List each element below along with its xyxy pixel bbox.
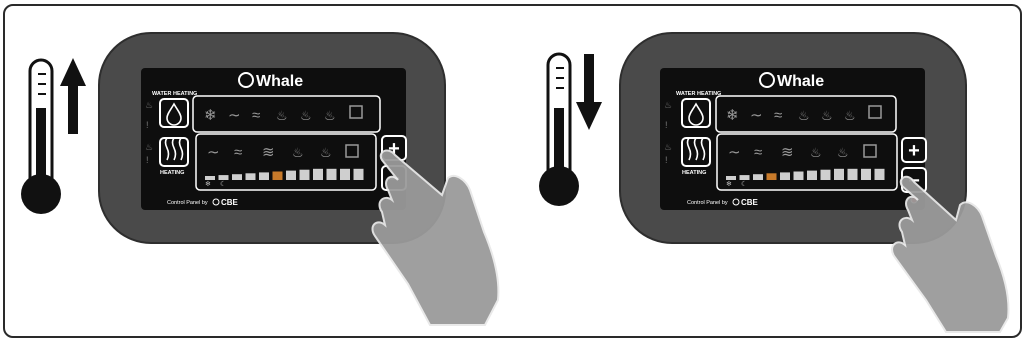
warning-indicator-icon: ! <box>146 155 149 165</box>
arrow-up-icon <box>60 58 86 134</box>
level-segment <box>875 169 885 180</box>
frost-mode-icon: ❄ <box>726 107 739 124</box>
eco-wave-icon: ∼ <box>228 107 241 124</box>
cbe-label: CBE <box>221 198 239 207</box>
heating-label: HEATING <box>160 170 184 176</box>
level-segment <box>740 175 750 180</box>
arrow-down-icon <box>576 54 602 130</box>
warning-indicator-icon: ! <box>146 120 149 130</box>
flame-wave-2-icon: ♨ <box>324 108 336 123</box>
level-segment <box>340 169 350 180</box>
scene-temperature-down: Whale WATER HEATING ♨ ! ♨ ! ❄ ∼ ≈ ♨ ♨ ♨ … <box>514 0 1028 345</box>
level-segment <box>848 169 858 180</box>
flame-wave-icon: ♨ <box>837 145 849 160</box>
level-segment <box>354 169 364 180</box>
plus-button[interactable]: + <box>902 138 926 162</box>
flame-wave-icon: ♨ <box>300 108 312 123</box>
plus-label: + <box>908 140 920 162</box>
level-segment <box>780 172 790 180</box>
flame-indicator-icon: ♨ <box>145 100 153 110</box>
scene-temperature-up: Whale WATER HEATING ♨ ! ♨ ! ❄ ∼ ≈ ♨ ♨ ♨ … <box>0 0 514 345</box>
warning-indicator-icon: ! <box>665 155 668 165</box>
level-segment <box>273 172 283 181</box>
level-segment <box>753 174 763 180</box>
level-segment <box>821 170 831 180</box>
level-segment <box>327 169 337 180</box>
flame-mode-icon: ♨ <box>810 145 822 160</box>
flame-mode-icon: ♨ <box>798 108 810 123</box>
moon-icon: ☾ <box>741 180 747 188</box>
level-segment <box>286 171 296 180</box>
flame-wave-icon: ♨ <box>821 108 833 123</box>
eco-wave-icon: ∼ <box>207 144 220 161</box>
level-segment <box>246 173 256 180</box>
flame-indicator-icon: ♨ <box>145 142 153 152</box>
eco-wave-icon: ∼ <box>750 107 763 124</box>
water-heating-label: WATER HEATING <box>676 91 721 97</box>
triple-wave-icon: ≋ <box>262 144 275 161</box>
control-panel-text: Control Panel by <box>167 200 208 206</box>
flame-indicator-icon: ♨ <box>664 100 672 110</box>
scene-svg: Whale WATER HEATING ♨ ! ♨ ! ❄ ∼ ≈ ♨ ♨ ♨ … <box>0 0 514 345</box>
flame-wave-icon: ♨ <box>320 145 332 160</box>
flame-mode-icon: ♨ <box>276 108 288 123</box>
control-panel-text: Control Panel by <box>687 200 728 206</box>
level-segment <box>767 173 777 180</box>
frost-small-icon: ❄ <box>205 180 211 188</box>
level-segment <box>834 169 844 180</box>
thermometer-icon <box>21 60 61 214</box>
double-wave-icon: ≈ <box>234 144 242 161</box>
double-wave-icon: ≈ <box>754 144 762 161</box>
brand-name: Whale <box>256 73 303 90</box>
frost-small-icon: ❄ <box>726 180 732 188</box>
flame-mode-icon: ♨ <box>292 145 304 160</box>
level-segment <box>807 171 817 180</box>
warning-indicator-icon: ! <box>665 120 668 130</box>
level-segment <box>861 169 871 180</box>
thermometer-icon <box>539 54 579 206</box>
double-wave-icon: ≈ <box>774 107 782 124</box>
moon-icon: ☾ <box>220 180 226 188</box>
water-heating-label: WATER HEATING <box>152 91 197 97</box>
level-segment <box>219 175 229 180</box>
double-wave-icon: ≈ <box>252 107 260 124</box>
level-segment <box>205 176 215 180</box>
level-segment <box>232 174 242 180</box>
brand-name: Whale <box>777 73 824 90</box>
eco-wave-icon: ∼ <box>728 144 741 161</box>
cbe-label: CBE <box>741 198 759 207</box>
level-segment <box>259 172 269 180</box>
frost-mode-icon: ❄ <box>204 107 217 124</box>
triple-wave-icon: ≋ <box>781 144 794 161</box>
level-segment <box>313 169 323 180</box>
heating-label: HEATING <box>682 170 706 176</box>
level-segment <box>726 176 736 180</box>
level-segment <box>300 170 310 180</box>
level-segment <box>794 172 804 181</box>
flame-wave-2-icon: ♨ <box>844 108 856 123</box>
flame-indicator-icon: ♨ <box>664 142 672 152</box>
scene-svg: Whale WATER HEATING ♨ ! ♨ ! ❄ ∼ ≈ ♨ ♨ ♨ … <box>514 0 1028 345</box>
